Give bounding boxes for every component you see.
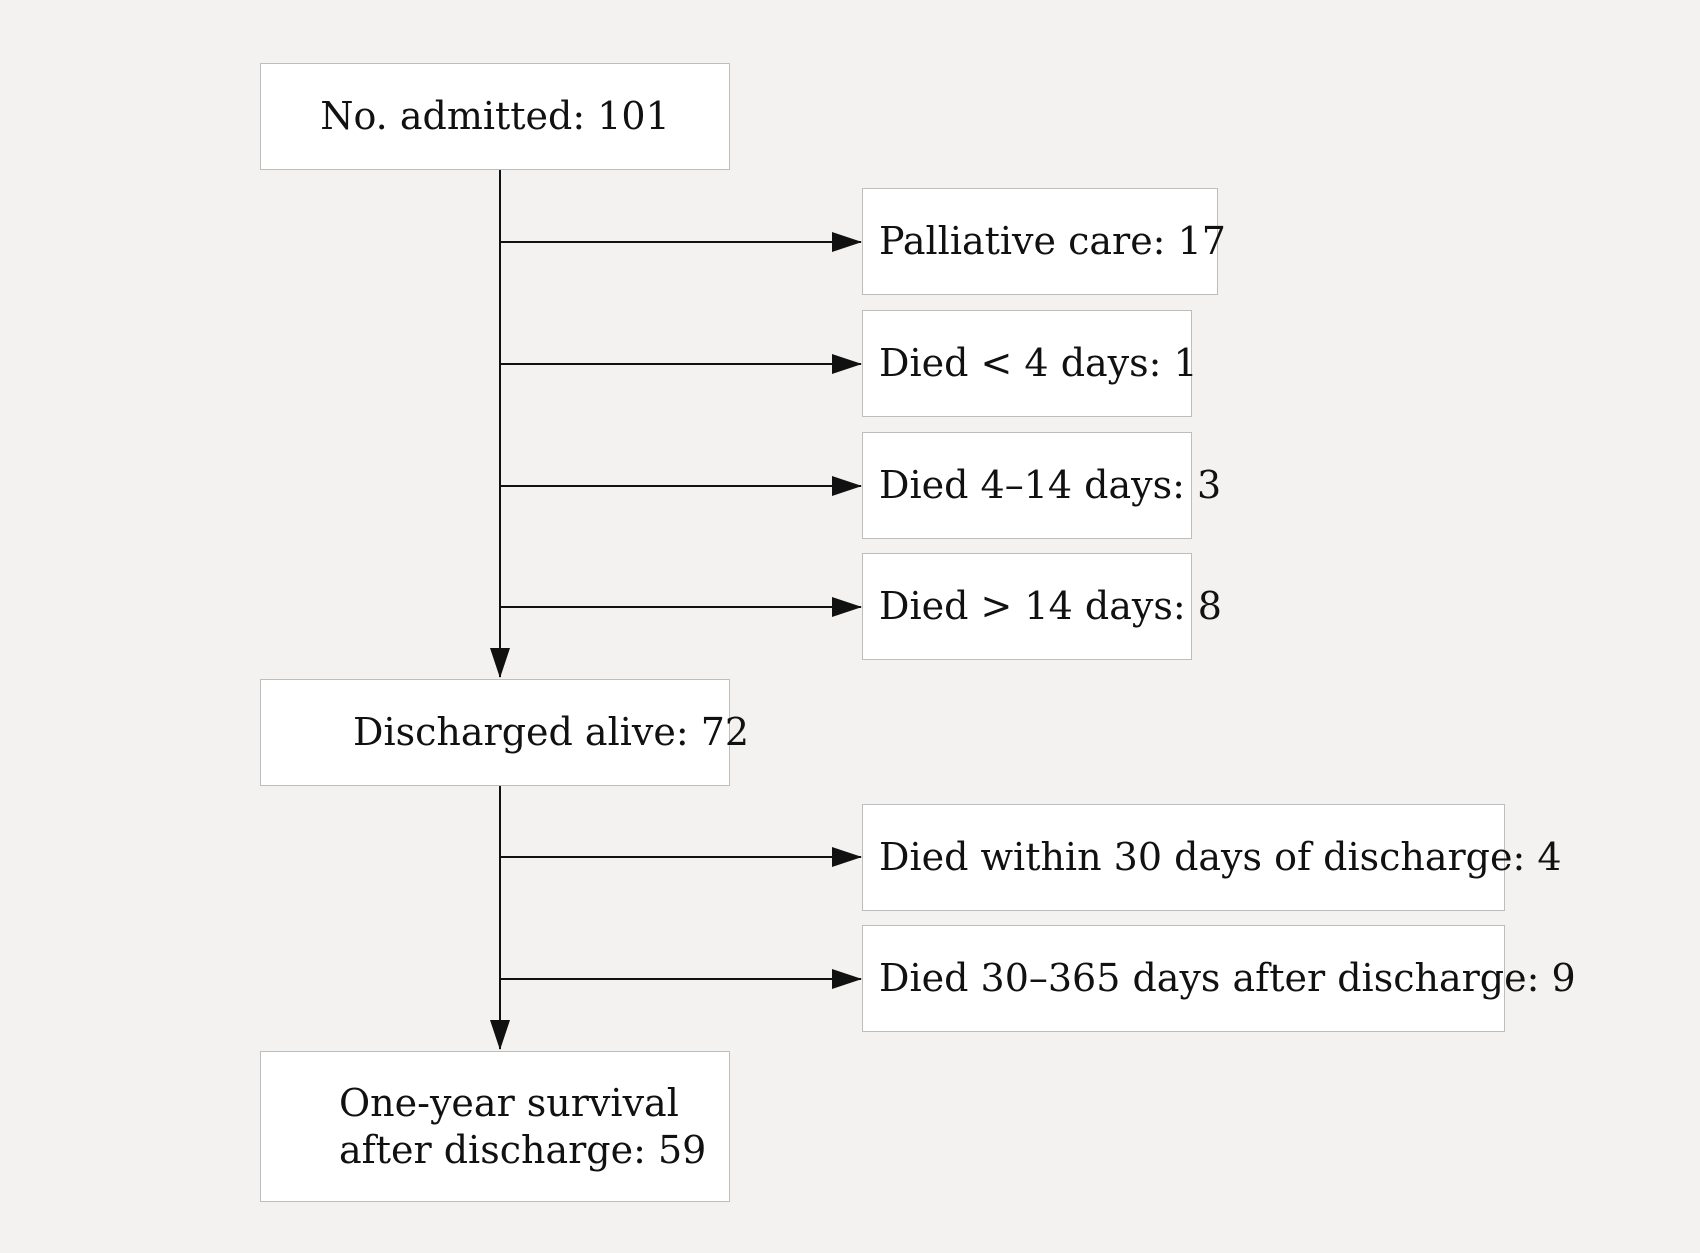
- died-within-30-days-box: Died within 30 days of discharge: 4: [862, 804, 1562, 911]
- died-30-365-days-label: Died 30–365 days after discharge: 9: [879, 956, 1576, 1001]
- died-gt-14-days-box: Died > 14 days: 8: [862, 553, 1222, 660]
- one-year-survival-line1: One-year survival: [339, 1081, 679, 1126]
- died-within-30-days-label: Died within 30 days of discharge: 4: [879, 835, 1562, 880]
- died-30-365-days-box: Died 30–365 days after discharge: 9: [862, 925, 1576, 1032]
- died-lt-4-days-box: Died < 4 days: 1: [862, 310, 1198, 417]
- one-year-survival-line2: after discharge: 59: [339, 1127, 707, 1172]
- died-4-14-days-label: Died 4–14 days: 3: [879, 463, 1222, 508]
- palliative-care-label: Palliative care: 17: [879, 219, 1226, 264]
- discharged-alive-box: Discharged alive: 72: [260, 679, 749, 786]
- admitted-box: No. admitted: 101: [260, 63, 730, 170]
- one-year-survival-box: One-year survival after discharge: 59: [260, 1051, 730, 1202]
- died-gt-14-days-label: Died > 14 days: 8: [879, 584, 1222, 629]
- died-lt-4-days-label: Died < 4 days: 1: [879, 341, 1198, 386]
- admitted-label: No. admitted: 101: [320, 94, 670, 139]
- discharged-alive-label: Discharged alive: 72: [353, 710, 750, 755]
- palliative-care-box: Palliative care: 17: [862, 188, 1226, 295]
- died-4-14-days-box: Died 4–14 days: 3: [862, 432, 1221, 539]
